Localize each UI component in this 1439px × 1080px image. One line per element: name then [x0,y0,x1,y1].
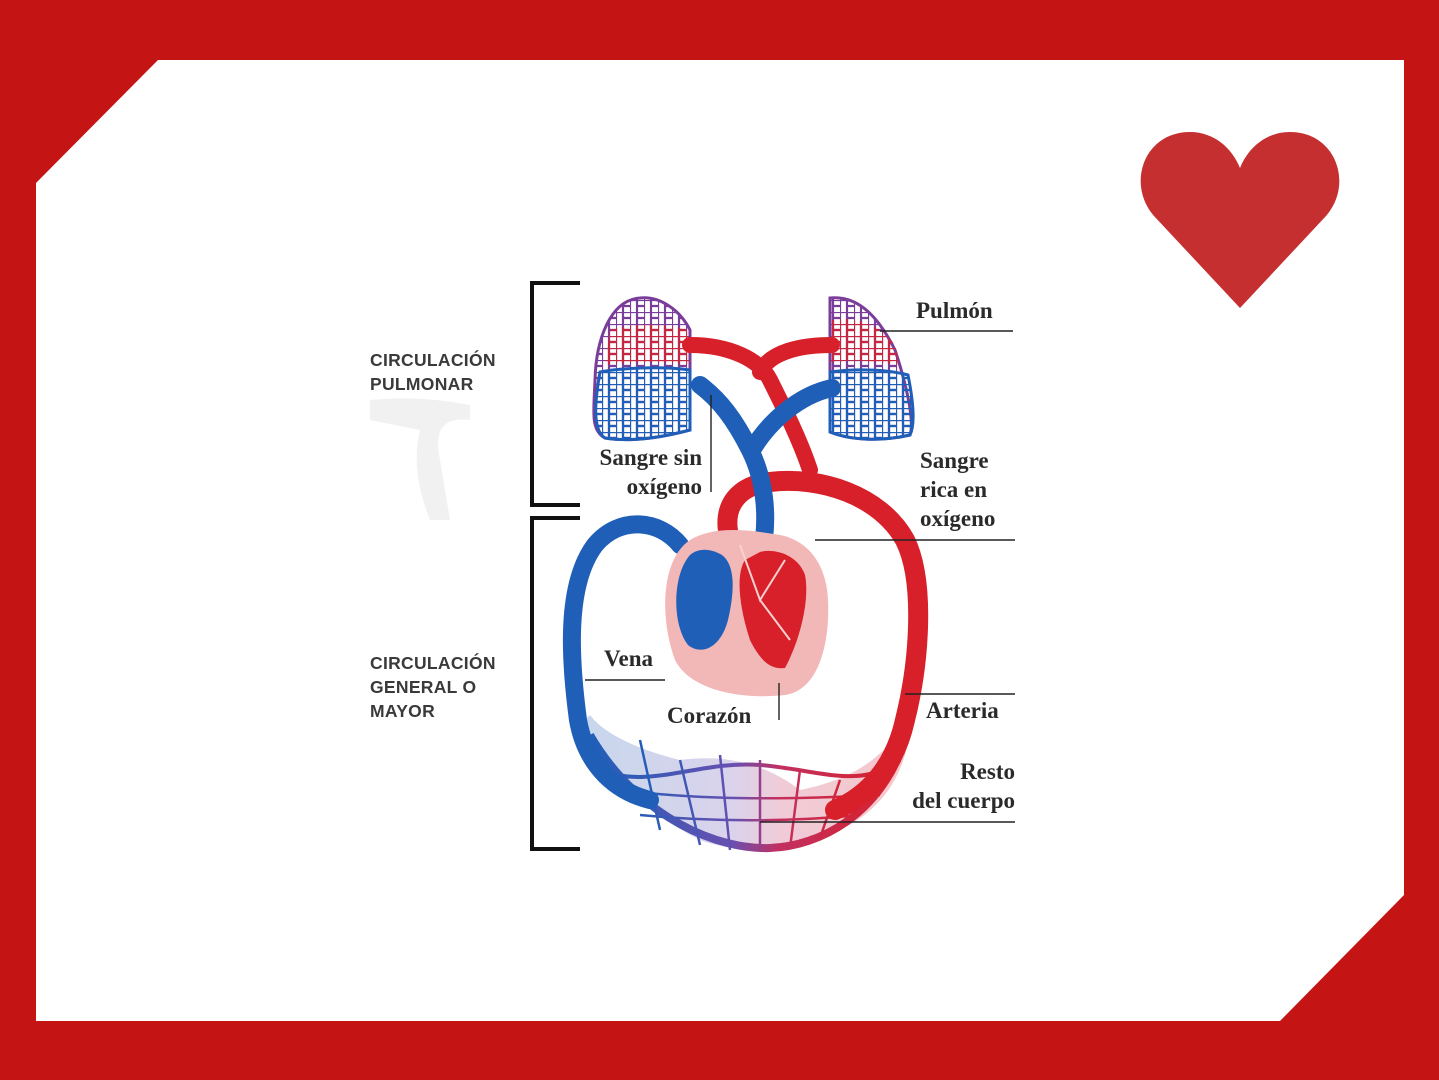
label-pulmon-text: Pulmón [916,298,993,323]
section-label-pulmonary-line2: PULMONAR [370,374,474,394]
label-sangre-rica-line2: rica en [920,477,988,502]
heart-icon [1140,132,1340,308]
label-arteria-text: Arteria [926,698,999,723]
pulmonary-artery [691,376,841,569]
pulmonary-vein [682,337,818,478]
section-label-systemic-line2: GENERAL O [370,677,477,697]
label-resto-del-cuerpo: Resto del cuerpo [870,757,1015,815]
watermark-shape [370,398,470,520]
bracket-pulmonary [530,281,580,507]
label-sangre-sin-oxigeno: Sangre sin oxígeno [560,443,702,501]
vena-loop [562,515,689,809]
lung-right [828,296,915,441]
label-pulmon: Pulmón [916,296,993,325]
section-label-systemic-line3: MAYOR [370,701,436,721]
lung-left [592,296,692,442]
section-label-pulmonary-line1: CIRCULACIÓN [370,350,496,370]
heart-organ [665,530,829,697]
pulmonary-vein-right [752,337,840,380]
label-sangre-rica-line1: Sangre [920,448,989,473]
section-label-pulmonary: CIRCULACIÓN PULMONAR [370,348,496,396]
label-sangre-sin-line2: oxígeno [626,474,702,499]
label-sangre-rica-oxigeno: Sangre rica en oxígeno [920,446,995,533]
leader-lines [585,330,1015,823]
label-vena: Vena [604,644,653,673]
label-resto-line1: Resto [960,759,1015,784]
label-arteria: Arteria [926,696,999,725]
label-corazon-text: Corazón [667,703,752,728]
label-sangre-rica-line3: oxígeno [920,506,996,531]
label-vena-text: Vena [604,646,653,671]
label-sangre-sin-line1: Sangre sin [599,445,702,470]
section-label-systemic: CIRCULACIÓN GENERAL O MAYOR [370,651,496,723]
section-label-systemic-line1: CIRCULACIÓN [370,653,496,673]
label-resto-line2: del cuerpo [912,788,1015,813]
label-corazon: Corazón [667,701,751,730]
bracket-systemic [530,516,580,851]
